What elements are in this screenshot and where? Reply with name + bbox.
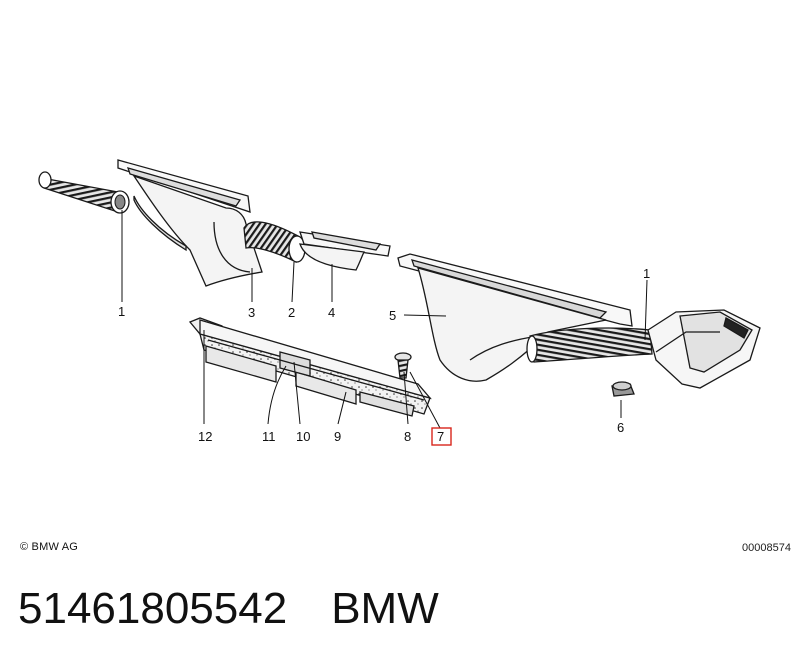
callout-4: 4 bbox=[328, 305, 335, 320]
callout-8: 8 bbox=[404, 429, 411, 444]
left-duct-housing-part bbox=[117, 159, 263, 287]
brand-name: BMW bbox=[331, 584, 439, 633]
callout-3: 3 bbox=[248, 305, 255, 320]
callout-2: 2 bbox=[288, 305, 295, 320]
lower-bracket-part bbox=[188, 317, 432, 417]
grommet-part bbox=[611, 381, 635, 397]
reference-code: 00008574 bbox=[742, 542, 791, 554]
callout-labels: 1 3 2 4 5 1 12 11 10 9 8 7 6 bbox=[118, 266, 650, 446]
part-footer: 51461805542 BMW bbox=[18, 584, 439, 634]
right-duct-housing-part bbox=[397, 253, 633, 382]
clip-part bbox=[394, 352, 412, 379]
right-outlet-part bbox=[647, 309, 761, 389]
callout-5: 5 bbox=[389, 308, 396, 323]
leader-lines bbox=[121, 210, 648, 429]
callout-6: 6 bbox=[617, 420, 624, 435]
callout-1-left: 1 bbox=[118, 304, 125, 319]
copyright-notice: © BMW AG bbox=[20, 541, 78, 553]
callout-10: 10 bbox=[296, 429, 310, 444]
part-number: 51461805542 bbox=[18, 584, 288, 633]
right-hose-part bbox=[526, 327, 653, 363]
callout-12: 12 bbox=[198, 429, 212, 444]
callout-9: 9 bbox=[334, 429, 341, 444]
middle-duct-part bbox=[299, 231, 391, 271]
middle-hose-part bbox=[243, 221, 306, 264]
callout-11: 11 bbox=[262, 429, 276, 444]
parts-exploded-diagram: 1 3 2 4 5 1 12 11 10 9 8 7 6 bbox=[38, 159, 761, 446]
callout-1-right: 1 bbox=[643, 266, 650, 281]
callout-7-highlight-box bbox=[431, 427, 452, 446]
left-hose-part bbox=[38, 171, 130, 214]
callout-7[interactable]: 7 bbox=[437, 429, 444, 444]
